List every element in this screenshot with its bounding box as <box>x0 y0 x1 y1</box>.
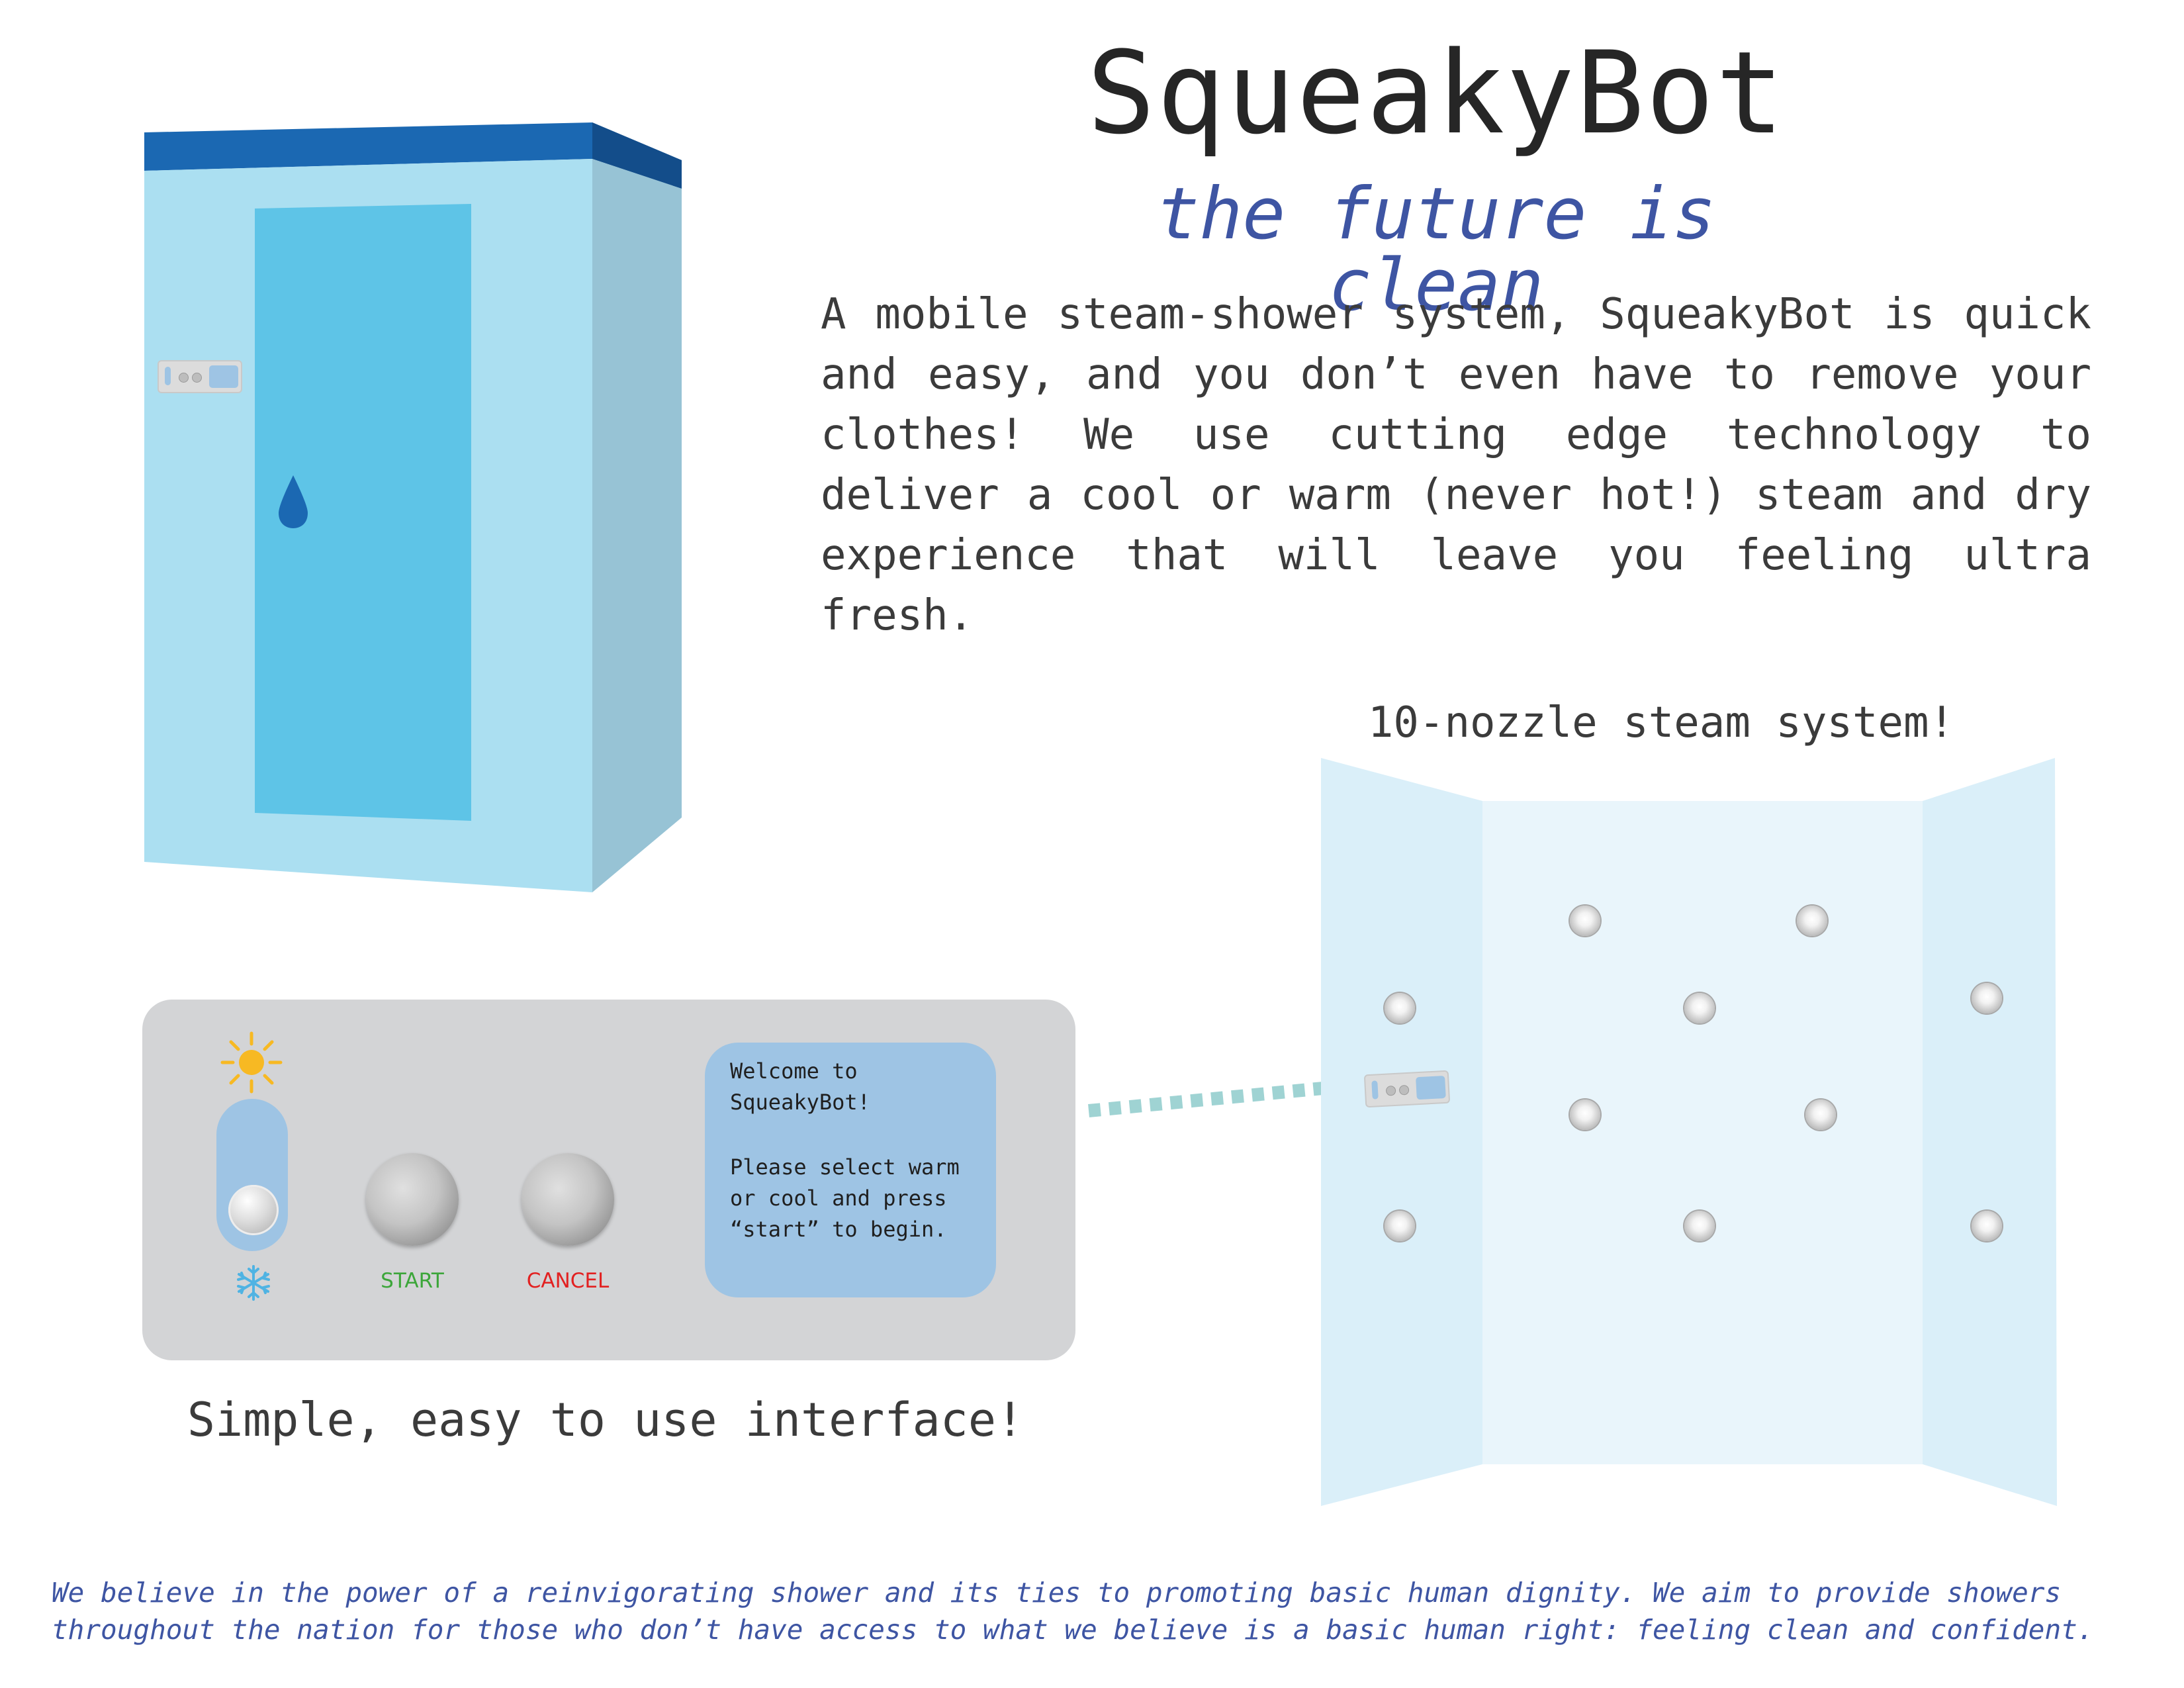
display-screen: Welcome to SqueakyBot! Please select war… <box>705 1043 996 1297</box>
cabinet-top-side <box>592 122 682 189</box>
intro-paragraph: A mobile steam-shower system, SqueakyBot… <box>821 290 2091 640</box>
toggle-knob[interactable] <box>228 1185 279 1235</box>
cabinet-side <box>592 159 682 892</box>
nozzle-system-caption: 10-nozzle steam system! <box>1367 698 1955 747</box>
page-title: SqueakyBot <box>1087 26 1786 160</box>
warm-cool-toggle[interactable] <box>216 1099 288 1251</box>
start-label: START <box>381 1269 444 1293</box>
control-panel: START CANCEL Welcome to SqueakyBot! Plea… <box>142 1000 1075 1360</box>
cabinet-top <box>144 122 682 189</box>
booth-right-wall <box>1923 758 2057 1506</box>
booth-left-wall <box>1321 758 1482 1506</box>
booth-mini-control-panel <box>1363 1070 1451 1108</box>
nozzle <box>1972 983 2002 1013</box>
cancel-button[interactable] <box>522 1153 614 1246</box>
snowflake-icon <box>237 1265 270 1301</box>
nozzle <box>1805 1100 1836 1130</box>
booth-back-wall <box>1482 801 1923 1464</box>
nozzle <box>1797 906 1827 936</box>
nozzle <box>1385 993 1415 1023</box>
nozzle <box>1570 1100 1600 1130</box>
nozzle <box>1684 1211 1715 1241</box>
cabinet-mini-control-panel <box>158 360 242 393</box>
shower-booth-illustration <box>1321 758 2057 1506</box>
nozzle <box>1385 1211 1415 1241</box>
interface-caption: Simple, easy to use interface! <box>187 1393 1024 1447</box>
mission-statement: We believe in the power of a reinvigorat… <box>52 1577 2094 1646</box>
shower-cabinet-illustration <box>144 122 682 892</box>
screen-welcome-text: Welcome to SqueakyBot! <box>730 1058 870 1115</box>
cancel-label: CANCEL <box>526 1269 610 1293</box>
nozzle <box>1570 906 1600 936</box>
screen-instructions-text: Please select warm or cool and press “st… <box>730 1154 960 1242</box>
sun-icon <box>220 1031 283 1094</box>
door-handle-icon <box>279 475 308 528</box>
tagline: the future is clean <box>1156 173 1716 327</box>
dotted-connector <box>1088 1080 1344 1117</box>
nozzle <box>1972 1211 2002 1241</box>
cabinet-door <box>255 204 471 821</box>
start-button[interactable] <box>366 1153 459 1246</box>
nozzle <box>1684 993 1715 1023</box>
